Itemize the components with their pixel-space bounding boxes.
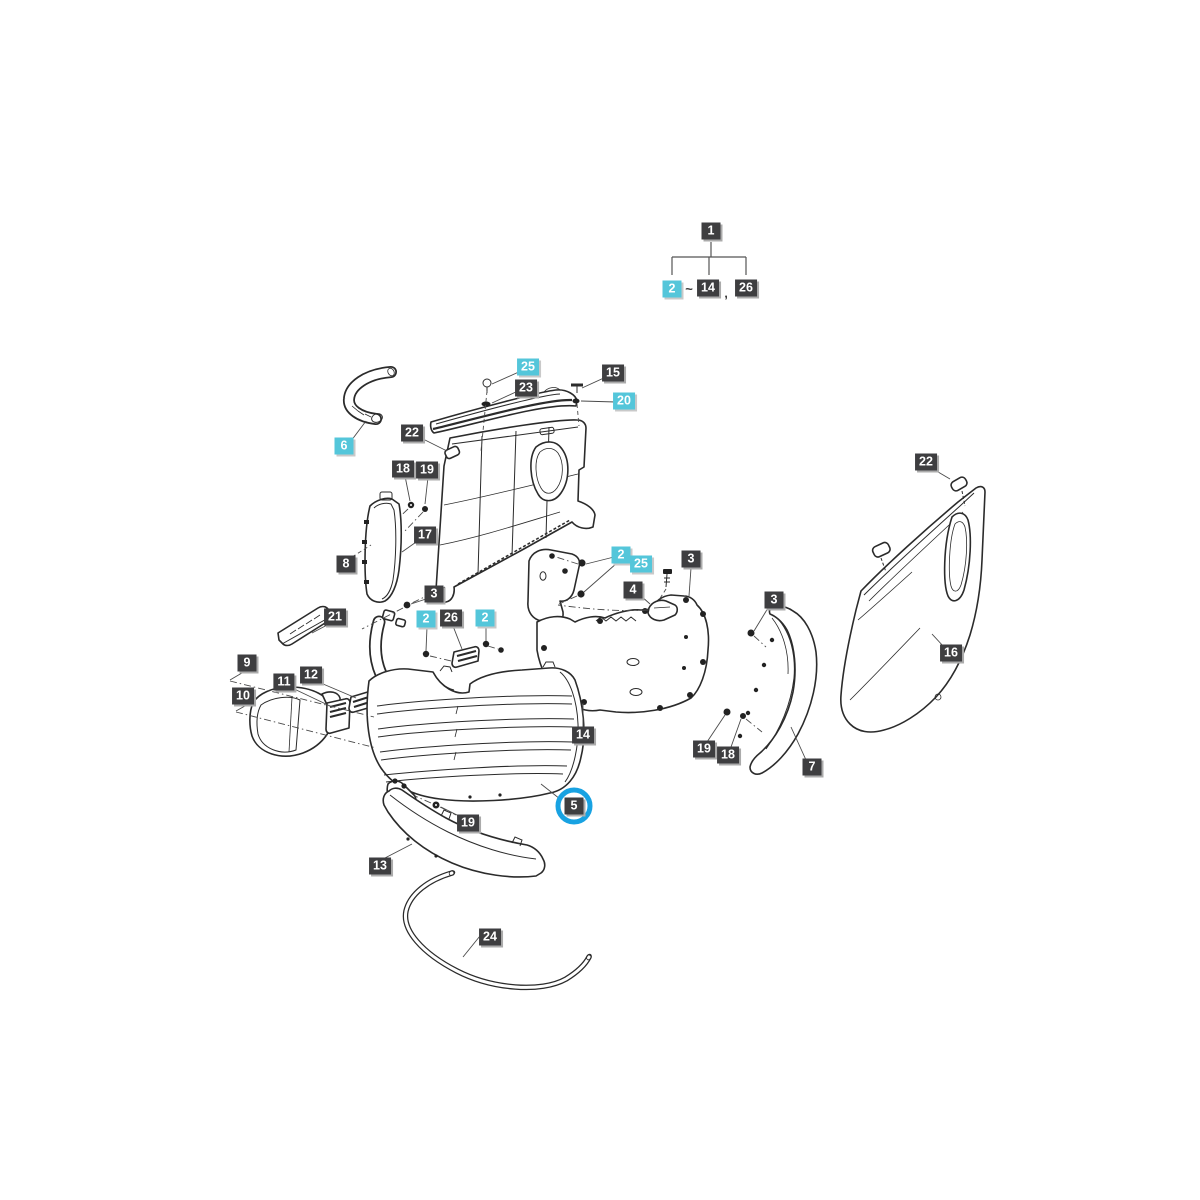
part-label-3-29[interactable]: 3 [764, 591, 784, 609]
part-label-14-3[interactable]: 14 [697, 279, 719, 297]
part-label-15-8[interactable]: 15 [602, 364, 624, 382]
part-label-3-23[interactable]: 3 [681, 550, 701, 568]
part-label-3-16[interactable]: 3 [424, 585, 444, 603]
part-label-6-11[interactable]: 6 [334, 437, 354, 455]
part-label-11-27[interactable]: 11 [273, 673, 295, 691]
part-label-1-0[interactable]: 1 [701, 222, 721, 240]
part-label-26-5[interactable]: 26 [735, 279, 757, 297]
part-label-21-17[interactable]: 21 [324, 608, 346, 626]
part-side-bracket-8 [362, 491, 411, 609]
part-inner-shield-14 [527, 548, 710, 714]
part-label-13-38[interactable]: 13 [369, 857, 391, 875]
part-label-26-19[interactable]: 26 [440, 609, 462, 627]
part-label-4-24[interactable]: 4 [623, 581, 643, 599]
part-label-19-13[interactable]: 19 [416, 461, 438, 479]
part-label-16-34[interactable]: 16 [940, 644, 962, 662]
part-label-18-12[interactable]: 18 [392, 460, 414, 478]
selected-part-ring [555, 787, 593, 825]
part-label-9-25[interactable]: 9 [237, 654, 257, 672]
part-hose-6 [343, 366, 397, 425]
part-side-panel-16 [840, 476, 986, 733]
part-plate-26 [422, 640, 504, 669]
part-headlamp-10 [249, 686, 341, 757]
part-plate-11 [325, 697, 351, 735]
part-label-8-15[interactable]: 8 [336, 555, 356, 573]
part-label-12-26[interactable]: 12 [300, 666, 322, 684]
part-label-2-20[interactable]: 2 [475, 609, 495, 627]
part-label-2-18[interactable]: 2 [416, 610, 436, 628]
part-label-23-7[interactable]: 23 [515, 379, 537, 397]
part-label-18-32[interactable]: 18 [717, 746, 739, 764]
part-label-25-22[interactable]: 25 [630, 555, 652, 573]
part-side-trim-7 [723, 605, 818, 775]
legend-separator-4: , [724, 285, 728, 301]
part-label-19-36[interactable]: 19 [457, 814, 479, 832]
part-label-22-10[interactable]: 22 [401, 424, 423, 442]
part-label-2-1[interactable]: 2 [662, 280, 682, 298]
part-fasteners-top [391, 378, 583, 533]
part-hood-top-trim [429, 387, 578, 434]
part-label-2-21[interactable]: 2 [611, 546, 631, 564]
part-lower-trim-24 [402, 870, 592, 991]
part-label-17-14[interactable]: 17 [414, 526, 436, 544]
part-label-24-39[interactable]: 24 [479, 928, 501, 946]
part-label-19-31[interactable]: 19 [693, 740, 715, 758]
part-label-5-37[interactable]: 5 [564, 797, 584, 815]
part-upper-panel-17 [435, 419, 596, 603]
part-label-22-35[interactable]: 22 [915, 453, 937, 471]
part-label-20-9[interactable]: 20 [613, 392, 635, 410]
legend-separator-2: ~ [685, 281, 693, 297]
part-label-14-30[interactable]: 14 [572, 726, 594, 744]
part-label-10-28[interactable]: 10 [232, 687, 254, 705]
part-label-7-33[interactable]: 7 [802, 758, 822, 776]
part-label-25-6[interactable]: 25 [517, 358, 539, 376]
legend-connector-lines [671, 242, 747, 275]
